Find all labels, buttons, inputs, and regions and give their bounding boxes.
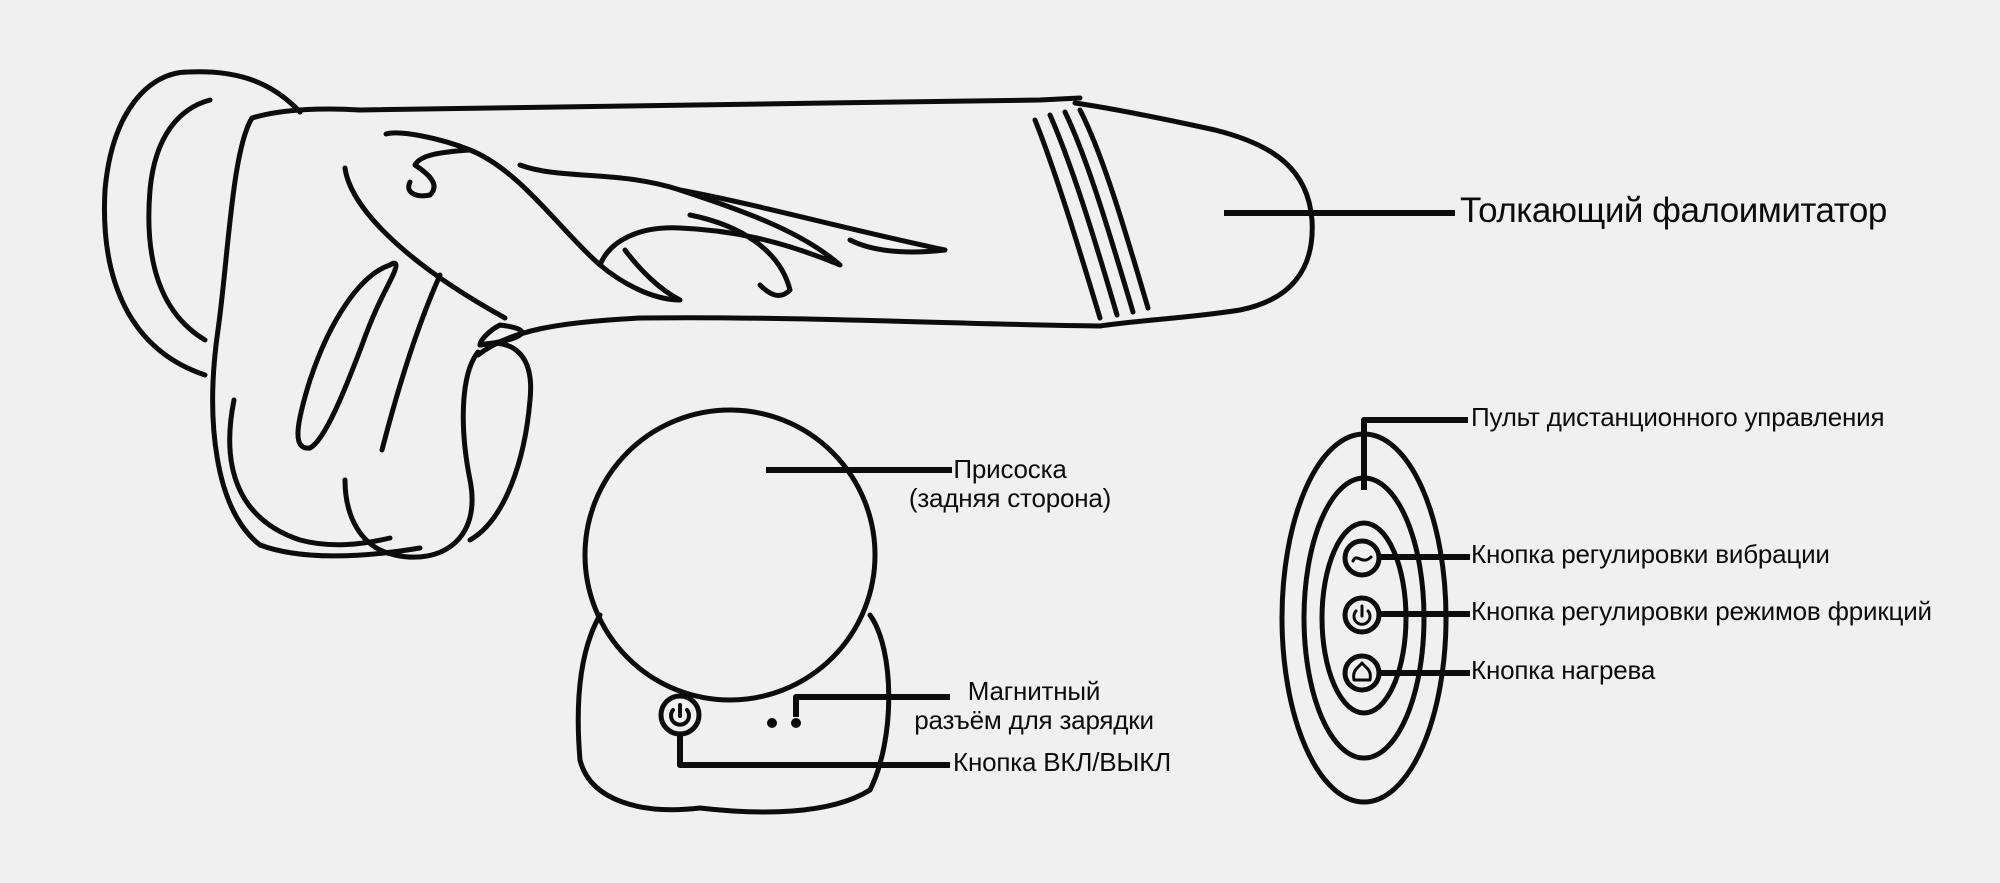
power-icon [1352,609,1372,626]
dildo-left-body [210,115,423,559]
label-magnetic-connector: Магнитный разъём для зарядки [894,677,1174,734]
dildo-shaft-top [249,95,1083,121]
remote-heating-button[interactable] [1342,653,1382,693]
charging-pin-left [767,718,777,728]
remote-vibration-button[interactable] [1342,538,1382,578]
label-vibration-button: Кнопка регулировки вибрации [1471,539,1830,569]
leader-remote [1361,417,1468,490]
label-power-button: Кнопка ВКЛ/ВЫКЛ [953,747,1172,777]
dildo-glans [1072,100,1315,329]
dildo-suction-base-inner [146,97,213,343]
dildo-ridge-2 [1047,112,1120,318]
power-icon [669,708,691,727]
dildo-vein-5 [677,187,948,255]
suction-cup-power-button[interactable] [658,693,702,737]
dildo-vein-3 [467,147,683,303]
dildo-drawing [101,69,1315,560]
label-suction-cup-line1: Присоска [953,454,1067,484]
dildo-ball-front [477,322,525,348]
dildo-ball-front-outline [342,349,481,560]
label-friction-button: Кнопка регулировки режимов фрикций [1471,596,1932,626]
label-magnetic-line2: разъём для зарядки [914,704,1154,735]
label-suction-cup-line2: (задняя сторона) [908,482,1112,513]
dildo-vein-2 [342,165,508,321]
suction-cup-body [575,612,892,815]
dildo-shaft-bottom [475,315,1103,358]
dildo-ball-right [467,340,534,543]
leader-power-button [677,735,950,768]
leader-lines [677,210,1470,768]
charging-pin-right [791,718,801,728]
remote-friction-button[interactable] [1342,595,1382,635]
suction-cup-drawing [575,407,892,815]
dildo-ball-left-outline [227,397,393,548]
label-suction-cup: Присоска (задняя сторона) [890,455,1130,512]
dildo-vein-ball-1 [295,260,399,451]
flame-icon [1352,661,1372,682]
dildo-vein-1 [383,130,473,199]
label-remote: Пульт дистанционного управления [1471,402,1885,432]
dildo-ridge-1 [1032,117,1103,321]
leader-magnetic [793,694,950,717]
suction-cup-disc [582,407,878,703]
label-heating-button: Кнопка нагрева [1471,655,1656,685]
label-thrusting-dildo: Толкающий фалоимитатор [1460,191,1887,230]
label-magnetic-line1: Магнитный [967,676,1101,706]
wave-icon [1351,555,1373,563]
dildo-vein-4 [517,162,843,268]
remote-inner-panel [1319,520,1409,716]
dildo-suction-base [101,69,303,378]
dildo-vein-6 [687,212,793,298]
dildo-ridge-3 [1062,109,1136,315]
dildo-ridge-4 [1077,107,1151,311]
dildo-vein-ball-2 [379,272,443,453]
